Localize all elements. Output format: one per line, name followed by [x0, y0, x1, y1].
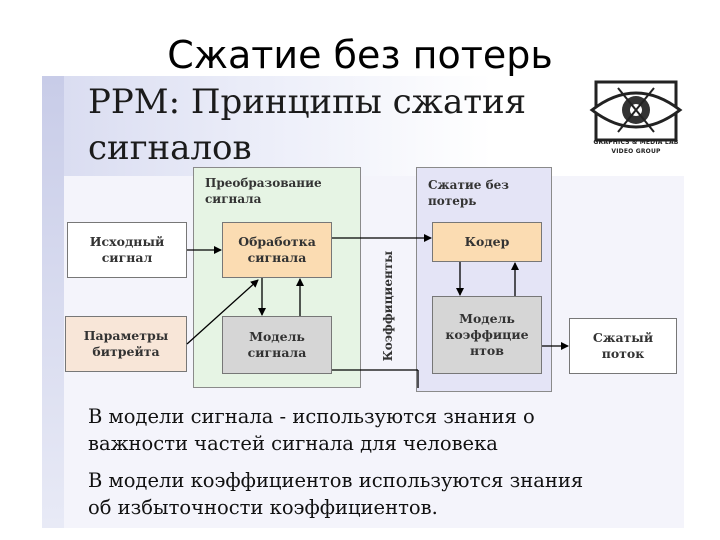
header-band: [42, 76, 684, 176]
eye-emblem-icon: [589, 80, 683, 142]
group-transform-label-2: сигнала: [205, 192, 262, 206]
bitrate-params-line-2: битрейта: [92, 344, 160, 359]
heading-line-2: сигналов: [88, 128, 252, 168]
group-lossless-label-1: Сжатие без: [428, 178, 509, 192]
slide-title: Сжатие без потерь: [167, 33, 553, 77]
group-lossless-label-2: потерь: [428, 194, 477, 208]
body-line-2: важности частей сигнала для человека: [88, 432, 498, 455]
signal-model-box: Модель сигнала: [222, 316, 332, 374]
signal-model-line-1: Модель: [249, 329, 305, 344]
source-signal-box: Исходный сигнал: [67, 222, 187, 278]
coder-box: Кодер: [432, 222, 542, 262]
compressed-stream-line-2: поток: [601, 346, 645, 361]
source-signal-line-1: Исходный: [89, 234, 165, 249]
body-line-3: В модели коэффициентов используются знан…: [88, 469, 584, 492]
coefficient-model-line-2: коэффицие: [445, 327, 529, 342]
signal-processing-box: Обработка сигнала: [222, 222, 332, 278]
group-transform-label-1: Преобразование: [205, 176, 322, 190]
arrow-bitrate-to-processing: [186, 279, 259, 345]
signal-processing-line-2: сигнала: [247, 250, 307, 265]
slide-image: [42, 76, 684, 528]
body-line-4: об избыточности коэффициентов.: [88, 496, 438, 519]
coefficient-model-box: Модель коэффицие нтов: [432, 296, 542, 374]
compressed-stream-line-1: Сжатый: [592, 330, 654, 345]
compressed-stream-box: Сжатый поток: [569, 318, 677, 374]
source-signal-line-2: сигнал: [101, 250, 153, 265]
coefficient-model-line-3: нтов: [470, 343, 504, 358]
signal-model-line-2: сигнала: [247, 345, 307, 360]
signal-processing-line-1: Обработка: [238, 234, 316, 249]
body-line-1: В модели сигнала - используются знания о: [88, 405, 535, 428]
coefficient-model-line-1: Модель: [459, 311, 515, 326]
logo-text-line-2: VIDEO GROUP: [611, 148, 661, 155]
heading-line-1: PPM: Принципы сжатия: [88, 82, 527, 122]
bitrate-params-box: Параметры битрейта: [65, 316, 187, 372]
left-stripe: [42, 76, 64, 528]
coder-label: Кодер: [464, 234, 510, 249]
coefficients-label: Коэффициенты: [381, 251, 395, 361]
bitrate-params-line-1: Параметры: [83, 328, 169, 343]
logo-text-line-1: GRAPHICS & MEDIA LAB: [593, 139, 679, 146]
